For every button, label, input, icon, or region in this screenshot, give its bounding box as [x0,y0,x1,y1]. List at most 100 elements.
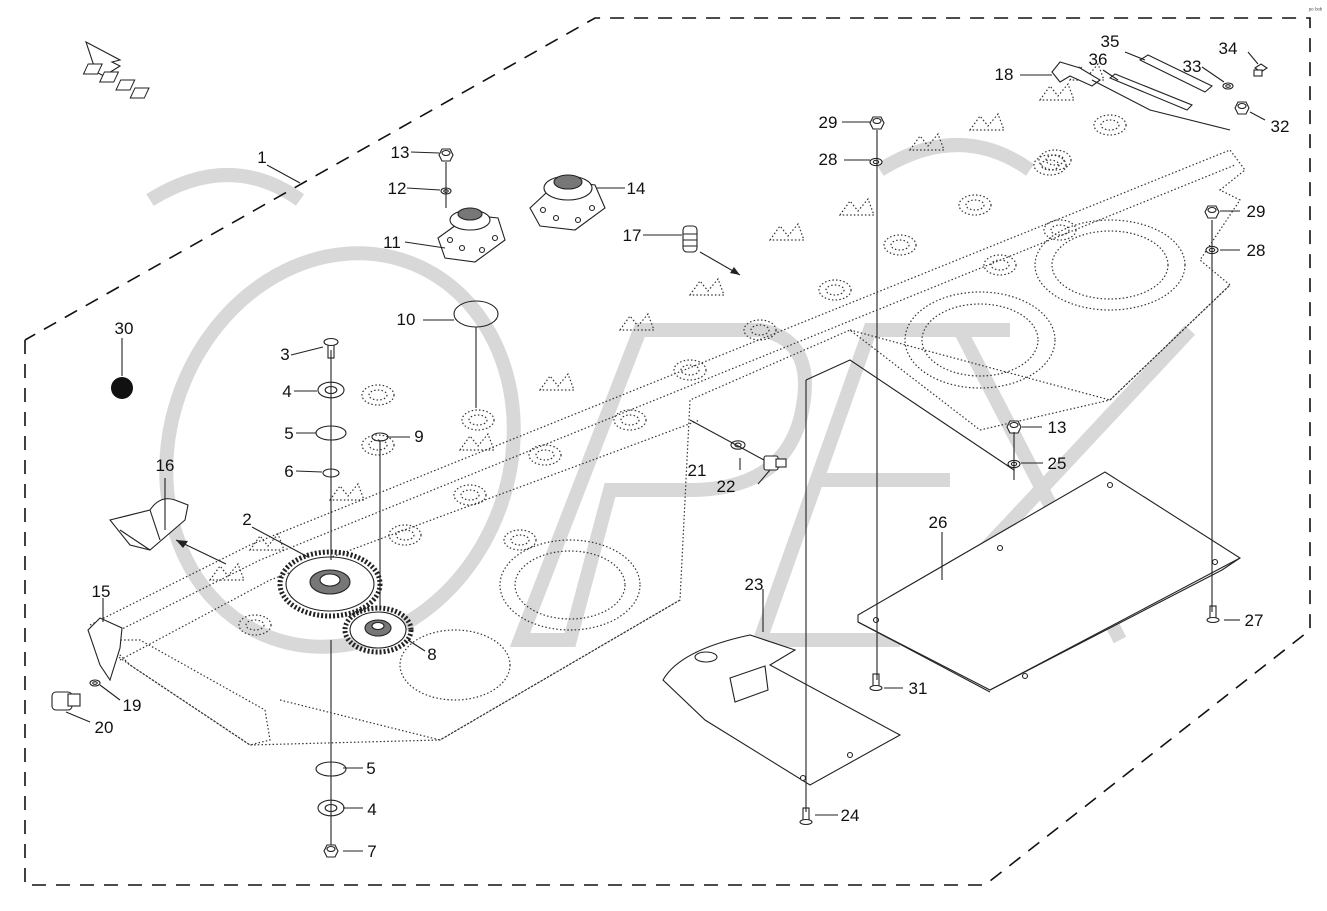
knife-guard-6 [618,312,655,331]
direction-box-2 [98,71,120,83]
bearing-hole-inner-17 [1045,154,1065,166]
direction-box-1 [82,63,103,75]
knife-guard-4 [458,432,495,451]
left-skid [93,639,271,746]
hub-14-bolt-hole-4 [588,204,596,212]
guard-16 [109,498,189,551]
leader-3 [290,346,324,356]
callout-c28b: 28 [1247,241,1266,260]
bearing-hole-inner-7 [750,324,770,336]
callout-c29b: 29 [1247,202,1266,221]
body-rear-edge-right [849,284,1231,401]
callout-c1: 1 [257,148,266,167]
housing-left-lower [399,629,511,701]
callout-c13b: 13 [1048,418,1067,437]
leader-6 [295,470,323,473]
body-rear-edge [279,599,681,741]
hub-11-bolt-hole-3 [478,246,486,254]
leader-35 [1124,51,1146,61]
leader-34 [1247,51,1259,65]
plate-23-hole-a [846,751,854,759]
nut-13-right-hole [1009,421,1019,429]
plate-23 [662,634,902,786]
bearing-hole-7 [743,319,777,341]
bearing-hole-inner-2 [468,414,488,426]
bearing-hole-9 [883,234,917,256]
hub-14-top [553,174,583,190]
callout-c30: 30 [115,319,134,338]
bearing-hole-13 [388,524,422,546]
direction-box-3 [115,79,136,91]
strip-35 [1138,54,1213,93]
callout-c34: 34 [1219,39,1238,58]
leader-36 [1102,69,1119,81]
pin-17 [682,225,698,253]
callout-c22: 22 [717,477,736,496]
leader-33 [1201,66,1225,83]
cutter-bar-body [88,62,1246,746]
callout-c2: 2 [242,510,251,529]
body-lower-edge [119,419,701,661]
leader-8 [407,639,426,652]
watermark: OPEX [146,138,1196,654]
pin-17-grooves [683,233,697,247]
knife-guard-7 [688,277,725,296]
ring-9 [371,432,389,442]
callout-c29a: 29 [819,113,838,132]
gear-2-bore [319,573,341,587]
knife-guard-5 [538,372,575,391]
housing-right-inner [921,303,1039,377]
leader-1 [266,164,301,184]
hub-14-bolt-hole-2 [552,214,560,222]
bearing-hole-inner-13 [395,529,415,541]
housing-right-ring [904,291,1056,389]
hub-11-bolt-hole-1 [446,236,454,244]
callout-c33: 33 [1183,57,1202,76]
bearing-hole-15 [503,529,537,551]
callout-c36: 36 [1089,50,1108,69]
guard-16-folds [119,509,161,551]
bearing-hole-8 [818,279,852,301]
callout-c27: 27 [1245,611,1264,630]
leader-13a [410,151,440,154]
bolt-3-head [323,337,339,347]
washer-19-hole [92,681,98,685]
callout-c14: 14 [627,179,646,198]
housing-far-inner [1051,230,1169,300]
callout-c23: 23 [745,575,764,594]
strip-36 [1108,73,1193,111]
housing-left-ring [499,539,641,631]
hub-11-bolt-hole-4 [491,234,499,242]
watermark-teeth [146,138,1035,206]
nut-29-right-hole [1207,206,1217,214]
callout-c31: 31 [909,679,928,698]
bearing-hole-17 [1038,149,1072,171]
plate-26-hole-2 [996,544,1004,552]
watermark-letter-p [509,323,812,647]
callout-c16: 16 [156,456,175,475]
washer-28-left-hole [872,159,880,165]
washer-21-hole [734,442,742,448]
bearing-hole-inner-15 [510,534,530,546]
bearing-hole-inner-1 [368,389,388,401]
bearing-hole-2 [461,409,495,431]
callout-c9: 9 [414,427,423,446]
plate-26-hole-4 [872,616,880,624]
marker-dot-30 [111,377,133,399]
callout-c26: 26 [929,513,948,532]
leader-lines [65,51,1266,852]
callout-c6: 6 [284,462,293,481]
callout-c8: 8 [427,645,436,664]
plate-23-tab [729,665,769,703]
bearing-hole-16 [238,614,272,636]
knife-guard-3 [328,482,365,501]
bearing-hole-inner-10 [965,199,985,211]
bearing-hole-18 [1043,219,1077,241]
callout-c32: 32 [1271,117,1290,136]
nut-29-left-hole [872,117,882,125]
callout-labels: 1234455678910111213131415161718192021222… [92,32,1290,861]
bearing-hole-19 [983,254,1017,276]
hub-11-top [457,207,483,221]
callout-c20: 20 [95,718,114,737]
bolt-34-thread [1253,69,1263,77]
